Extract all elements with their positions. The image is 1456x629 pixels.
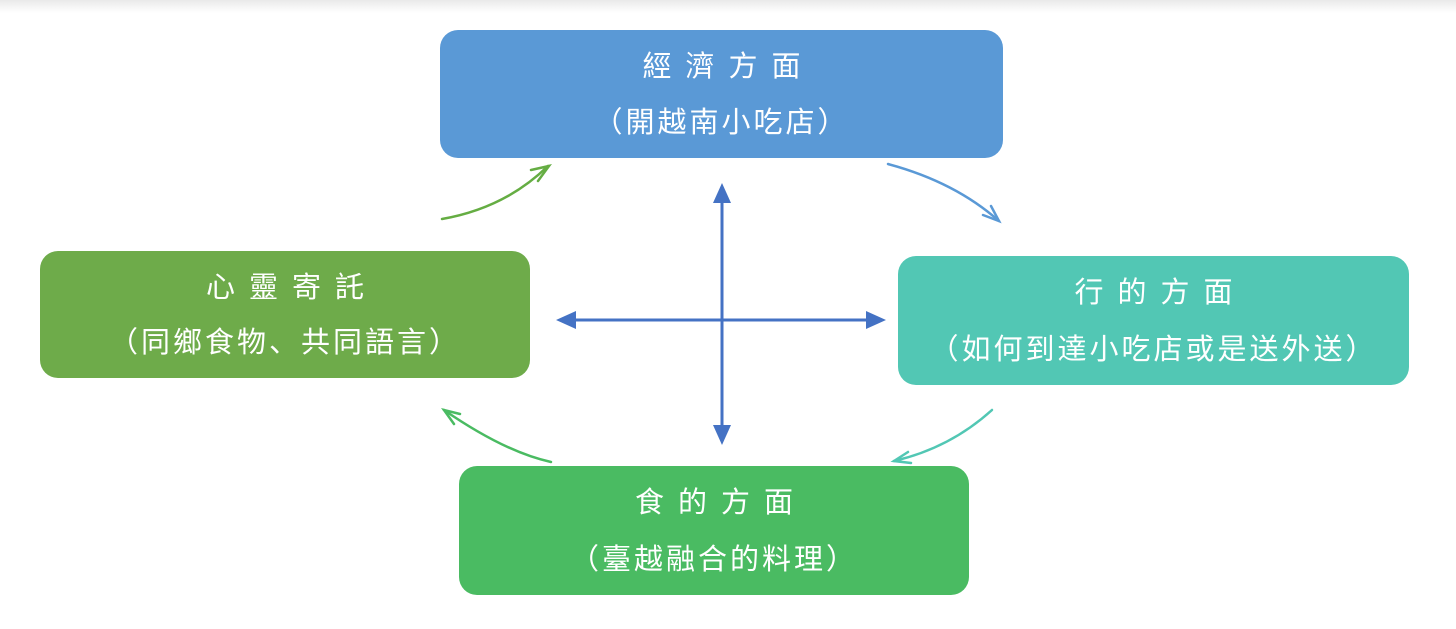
economy-box-title: 經濟方面 (642, 49, 815, 83)
center-cross-horizontal-arrow (556, 311, 886, 329)
transportation-box: 行的方面 （如何到達小吃店或是送外送） (898, 256, 1409, 385)
transportation-box-title: 行的方面 (1074, 275, 1247, 310)
cross-up-arrowhead-icon (713, 183, 731, 203)
cross-down-arrowhead-icon (713, 425, 731, 445)
open-arrowhead-icon (441, 407, 462, 426)
cycle-arrow-bottom-to-left (441, 407, 553, 464)
spiritual-anchor-box-subtitle: （同鄉食物、共同語言） (108, 325, 461, 360)
arrow-curve (442, 408, 553, 464)
cross-left-arrowhead-icon (556, 311, 576, 329)
economy-box: 經濟方面 （開越南小吃店） (440, 30, 1003, 158)
economy-box-subtitle: （開越南小吃店） (593, 105, 850, 139)
transportation-box-subtitle: （如何到達小吃店或是送外送） (929, 331, 1378, 366)
arrow-curve (892, 408, 994, 463)
center-cross-vertical-arrow (713, 183, 731, 445)
cycle-arrow-left-to-top (440, 164, 552, 221)
arrow-curve (440, 164, 550, 221)
food-box-title: 食的方面 (634, 485, 807, 520)
spiritual-anchor-box: 心靈寄託 （同鄉食物、共同語言） (40, 251, 530, 378)
cycle-arrow-right-to-bottom (890, 408, 994, 465)
open-arrowhead-icon (529, 164, 552, 183)
food-box: 食的方面 （臺越融合的料理） (459, 466, 969, 595)
food-box-subtitle: （臺越融合的料理） (569, 541, 858, 576)
top-shadow-divider (0, 0, 1456, 13)
cross-right-arrowhead-icon (866, 311, 886, 329)
spiritual-anchor-box-title: 心靈寄託 (205, 269, 378, 304)
open-arrowhead-icon (890, 450, 913, 465)
arrow-curve (886, 162, 1001, 223)
cycle-arrow-top-to-right (886, 162, 1002, 224)
open-arrowhead-icon (981, 204, 1002, 224)
